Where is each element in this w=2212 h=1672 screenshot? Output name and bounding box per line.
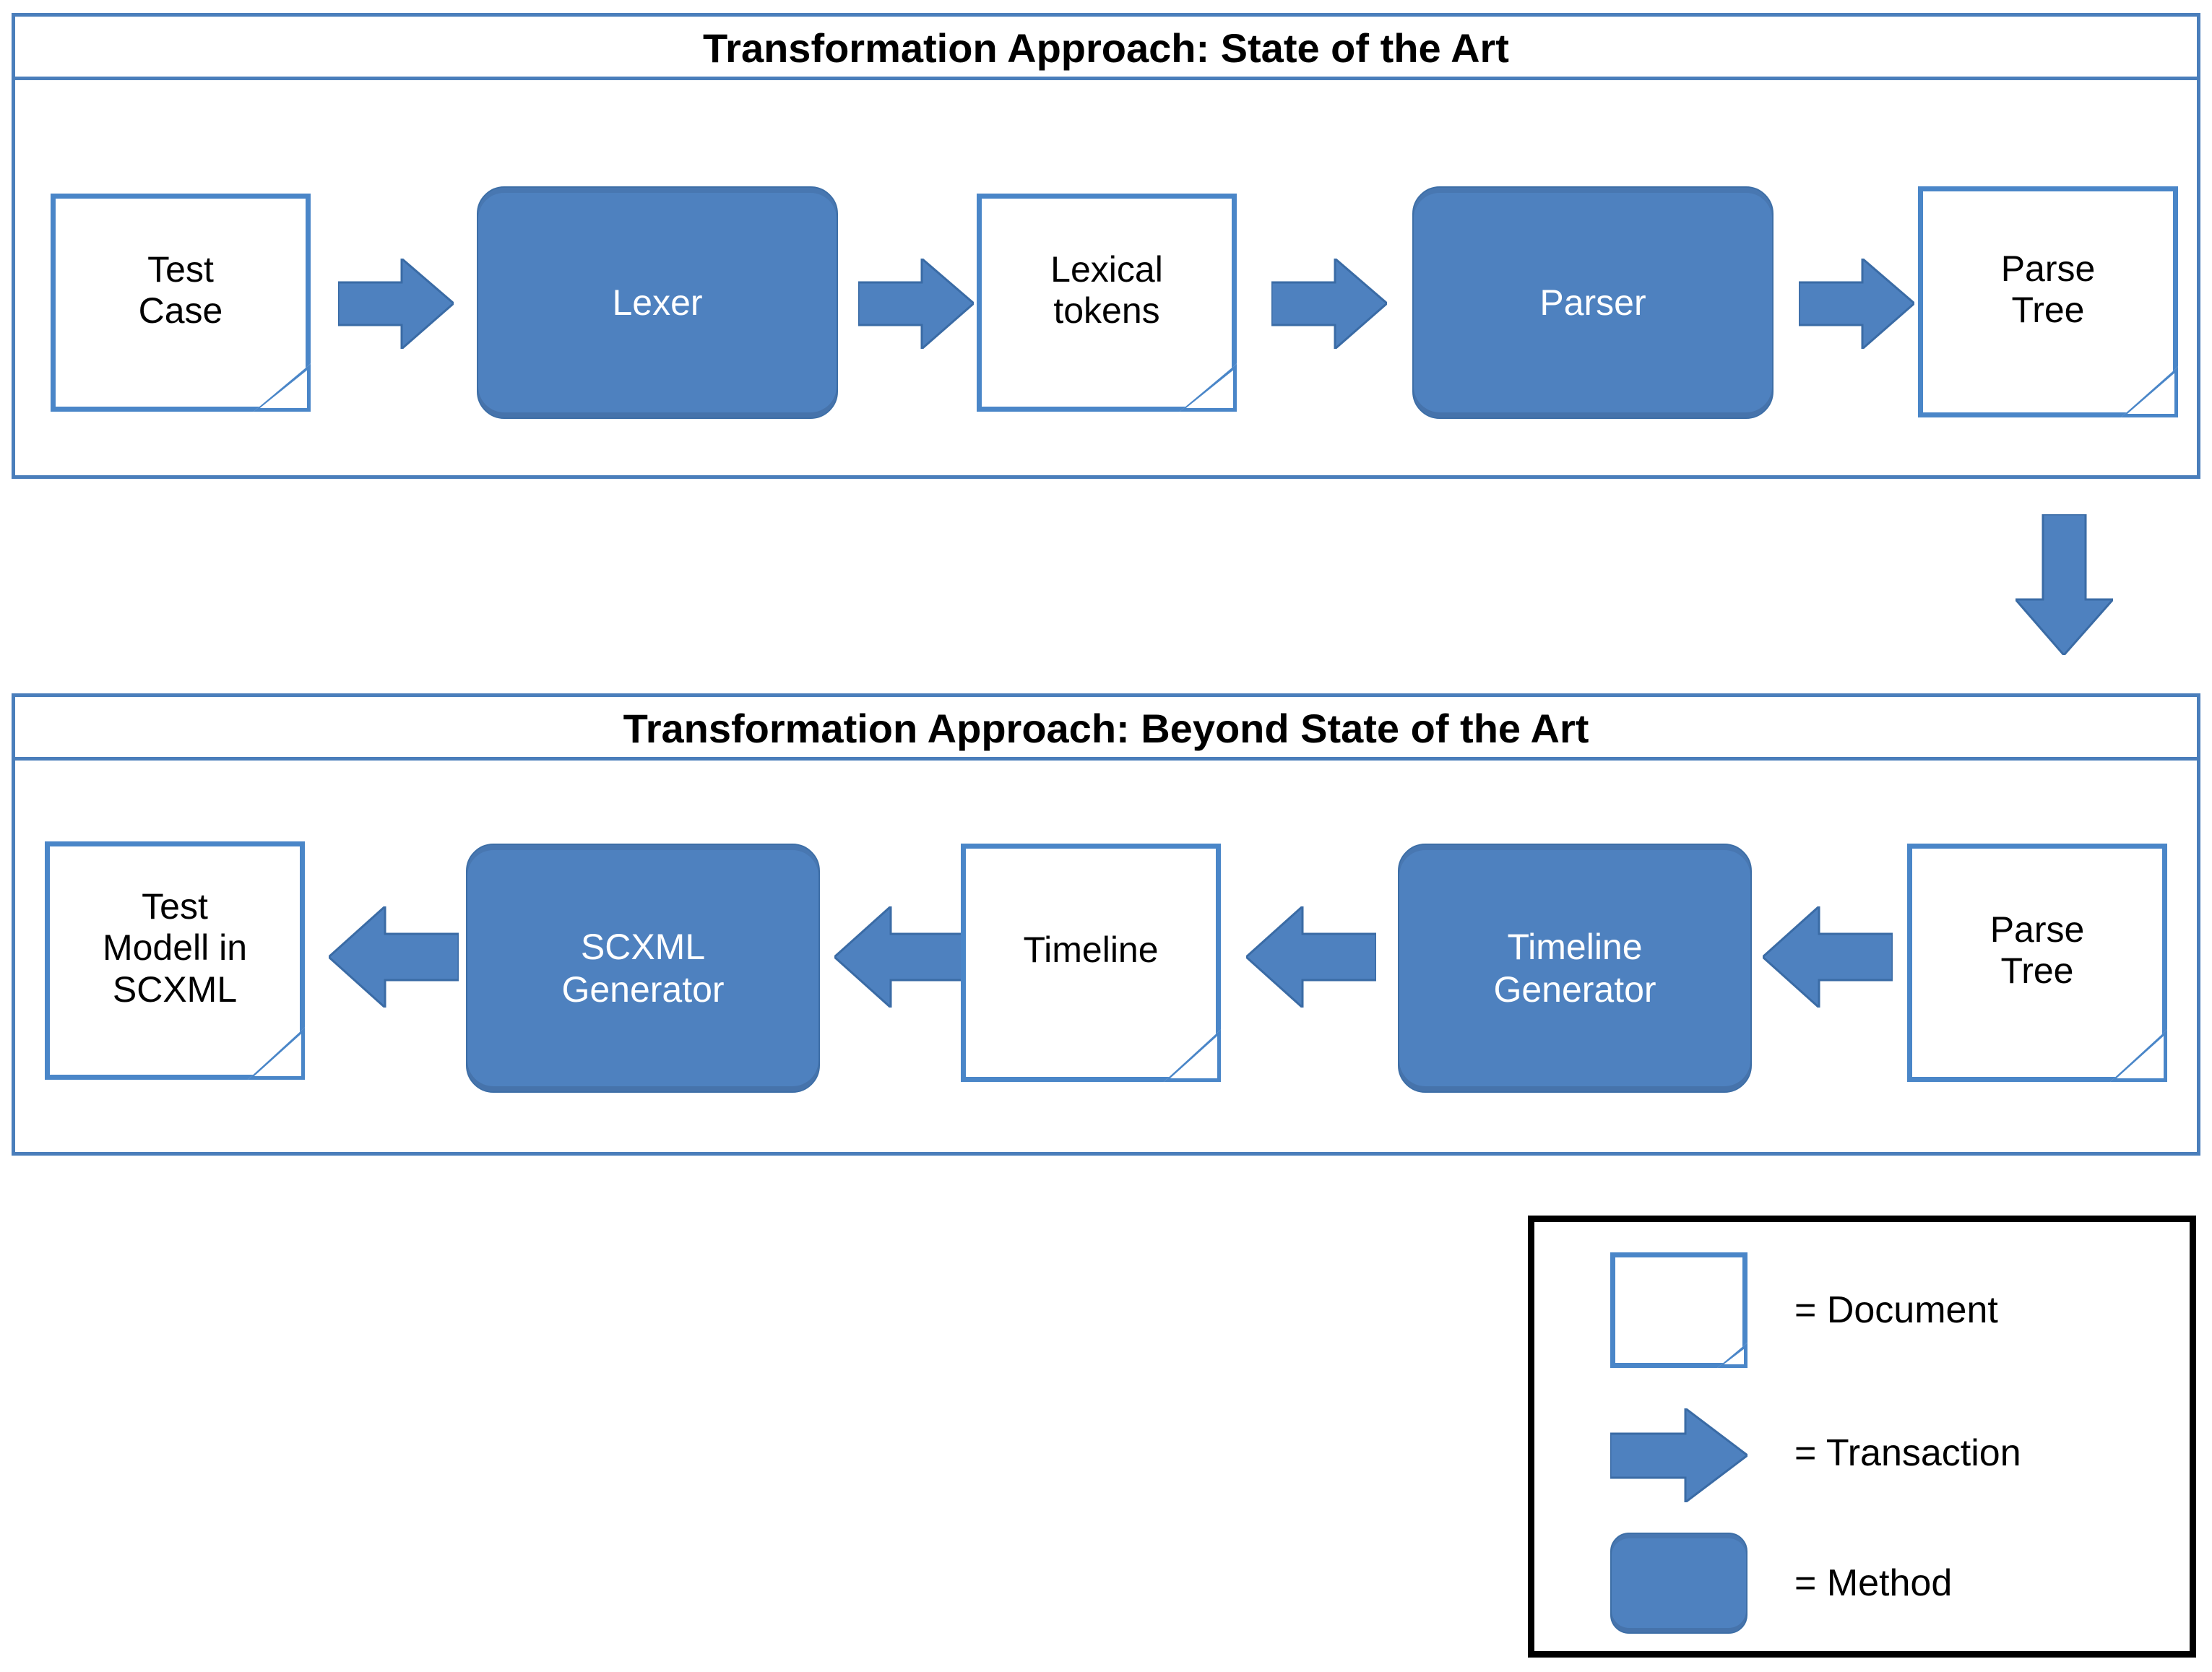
- document-page-shape: [961, 844, 1221, 1082]
- node-timeline-generator: Timeline Generator: [1398, 844, 1752, 1093]
- legend-label: = Method: [1794, 1562, 1953, 1604]
- arrow-left-4: [1763, 906, 1893, 1008]
- document-page-shape: [1918, 186, 2178, 417]
- legend-label: = Document: [1794, 1289, 1998, 1331]
- legend-document-icon: [1610, 1252, 1747, 1368]
- arrow-left-3: [1246, 906, 1376, 1008]
- arrow-right-2: [858, 259, 974, 349]
- document-page-shape: [45, 841, 305, 1080]
- node-label: Parse Tree: [1989, 909, 2085, 992]
- node-test-case: Test Case: [51, 194, 311, 412]
- node-lexer: Lexer: [477, 186, 838, 419]
- legend-row-transaction: = Transaction: [1534, 1395, 2190, 1525]
- node-parse-tree-2: Parse Tree: [1907, 844, 2167, 1082]
- arrow-right-1: [338, 259, 454, 349]
- node-scxml-generator: SCXML Generator: [466, 844, 820, 1093]
- legend-row-document: = Document: [1534, 1252, 2190, 1382]
- panel-title-state-of-the-art: Transformation Approach: State of the Ar…: [15, 17, 2197, 80]
- legend-box: = Document = Transaction = Method: [1528, 1216, 2196, 1658]
- arrow-right-3: [1271, 259, 1387, 349]
- document-page-shape: [1610, 1252, 1747, 1368]
- node-parse-tree: Parse Tree: [1918, 186, 2178, 417]
- legend-row-method: = Method: [1534, 1525, 2190, 1655]
- node-parser: Parser: [1412, 186, 1774, 419]
- node-label: Parse Tree: [2000, 248, 2096, 331]
- node-label: Timeline: [1023, 930, 1159, 971]
- arrow-left-1: [329, 906, 459, 1008]
- arrow-left-2: [834, 906, 964, 1008]
- document-page-shape: [977, 194, 1237, 412]
- arrow-right-4: [1799, 259, 1914, 349]
- node-timeline: Timeline: [961, 844, 1221, 1082]
- method-shape: [1610, 1533, 1747, 1634]
- node-lexical-tokens: Lexical tokens: [977, 194, 1237, 412]
- document-page-shape: [1907, 844, 2167, 1082]
- node-label: Test Case: [138, 248, 223, 332]
- legend-transaction-icon: [1610, 1408, 1747, 1502]
- legend-label: = Transaction: [1794, 1432, 2021, 1474]
- node-test-modell-in-scxml: Test Modell in SCXML: [45, 841, 305, 1080]
- arrow-down-connector: [2016, 514, 2113, 655]
- document-page-shape: [51, 194, 311, 412]
- legend-method-icon: [1610, 1533, 1747, 1634]
- panel-title-beyond-state-of-the-art: Transformation Approach: Beyond State of…: [15, 697, 2197, 761]
- node-label: Test Modell in SCXML: [102, 885, 248, 1010]
- node-label: Lexical tokens: [1050, 248, 1163, 332]
